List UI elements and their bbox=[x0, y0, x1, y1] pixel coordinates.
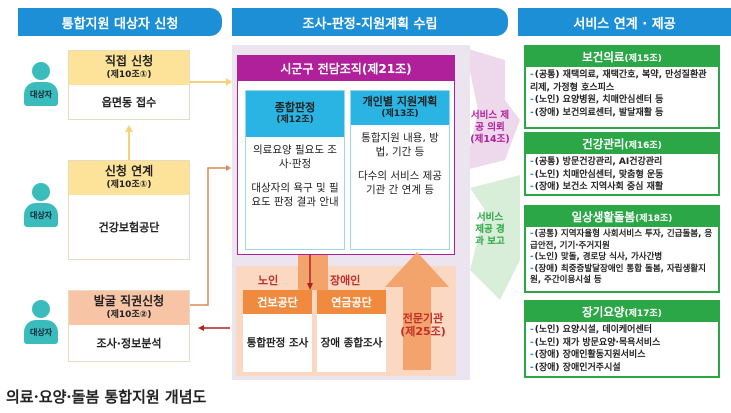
expert-agency-label: 전문기관 (제25조) bbox=[400, 312, 446, 338]
header-service: 서비스 연계 · 제공 bbox=[518, 8, 731, 36]
district-org-title: 시군구 전담조직(제21조) bbox=[238, 56, 454, 81]
progress-report-label: 서비스 제공 경과 보고 bbox=[475, 212, 505, 247]
header-application: 통합지원 대상자 신청 bbox=[18, 8, 222, 36]
elder-label: 노인 bbox=[258, 274, 279, 287]
ex-officio-application-box: 발굴 직권신청(제10조②) 조사·정보분석 bbox=[68, 290, 190, 362]
service-box-health-management: 건강관리(제16조)(공통) 방문건강관리, AI건강관리(노인) 치매안심센터… bbox=[524, 132, 720, 196]
caption: 의료·요양·돌봄 통합지원 개념도 bbox=[6, 388, 207, 406]
direct-application-box: 직접 신청(제10조①) 읍면동 접수 bbox=[68, 50, 190, 120]
linked-application-box: 신청 연계(제10조①) 건강보험공단 bbox=[68, 160, 190, 260]
header-assessment: 조사-판정-지원계획 수립 bbox=[232, 8, 508, 36]
person-icon: 대상자 bbox=[22, 62, 60, 108]
request-arrow bbox=[465, 48, 520, 170]
person-icon: 대상자 bbox=[22, 300, 60, 346]
down-arrow-icon bbox=[307, 255, 313, 290]
report-arrow bbox=[470, 175, 520, 300]
person-icon: 대상자 bbox=[22, 183, 60, 229]
service-box-long-term-care: 장기요양(제17조)(노인) 요양시설, 데이케어센터(노인) 재가 방문요양·… bbox=[524, 300, 720, 378]
service-box-daily-care: 일상생활돌봄(제18조)(공통) 지역자율형 사회서비스 투자, 긴급돌봄, 응… bbox=[524, 205, 720, 293]
service-box-health-care: 보건의료(제15조)(공통) 재택의료, 재택간호, 복약, 만성질환관리제, … bbox=[524, 45, 720, 129]
expert-arrow-icon bbox=[385, 252, 449, 370]
service-request-label: 서비스 제공 의뢰 (제14조) bbox=[470, 110, 510, 145]
disabled-label: 장애인 bbox=[330, 274, 361, 287]
